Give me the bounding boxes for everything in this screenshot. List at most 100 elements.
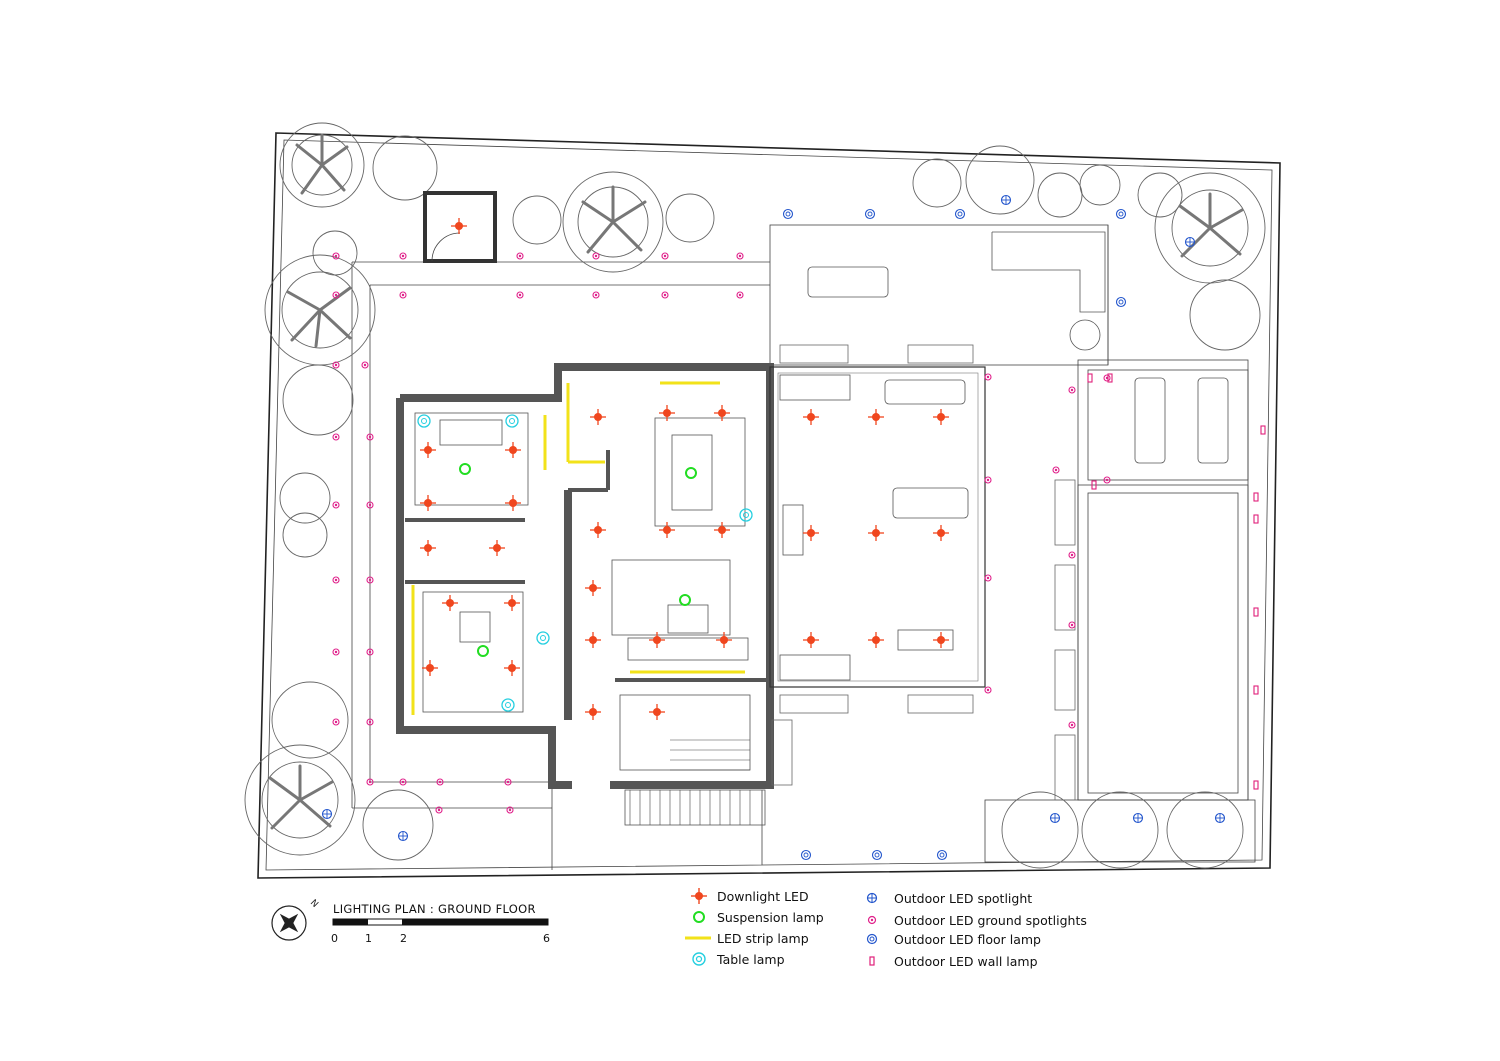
downlight-led-icon xyxy=(868,409,884,425)
outdoor-led-ground-spotlights-icon xyxy=(435,806,443,814)
furniture xyxy=(414,231,1229,826)
outdoor-led-wall-lamp-icon xyxy=(1253,780,1259,790)
outdoor-led-ground-spotlights-icon xyxy=(984,476,992,484)
downlight-led-icon xyxy=(420,442,436,458)
outdoor-led-ground-spotlights-icon xyxy=(661,252,669,260)
outdoor-led-spotlight-icon xyxy=(1214,812,1226,824)
planters xyxy=(771,344,1076,801)
downlight-layer xyxy=(420,218,949,720)
site-boundary xyxy=(257,132,1281,879)
legend-label: LED strip lamp xyxy=(717,930,809,946)
outdoor-led-wall-lamp-icon xyxy=(1253,514,1259,524)
downlight-led-icon xyxy=(590,409,606,425)
downlight-led-icon xyxy=(868,632,884,648)
outdoor-led-spotlight-icon xyxy=(1184,236,1196,248)
outdoor-led-spotlight-icon xyxy=(397,830,409,842)
downlight-led-icon xyxy=(504,660,520,676)
outdoor-led-ground-spotlights-icon xyxy=(399,778,407,786)
outdoor-led-ground-spotlights-icon xyxy=(592,252,600,260)
tree-branches xyxy=(268,133,1244,830)
outdoor-led-ground-spotlights-icon xyxy=(332,361,340,369)
downlight-led-icon xyxy=(649,704,665,720)
scale-bar xyxy=(332,918,549,926)
outdoor-led-ground-spotlights-icon xyxy=(361,361,369,369)
outdoor-led-ground-spotlights-icon xyxy=(332,648,340,656)
outdoor-led-wall-lamp-icon xyxy=(1260,425,1266,435)
scale-label-6: 6 xyxy=(543,932,550,945)
legend-label: Outdoor LED floor lamp xyxy=(894,931,1041,947)
outdoor-led-ground-spotlights-icon xyxy=(332,252,340,260)
downlight-led-icon xyxy=(585,632,601,648)
outdoor-led-spotlight-icon xyxy=(1049,812,1061,824)
drawing-title: LIGHTING PLAN : GROUND FLOOR xyxy=(333,902,536,916)
outdoor-led-spotlight-icon xyxy=(1000,194,1012,206)
outdoor-led-ground-spotlights-icon xyxy=(332,718,340,726)
legend-label: Outdoor LED spotlight xyxy=(894,890,1033,906)
garden-paths xyxy=(351,224,1256,870)
downlight-led-icon xyxy=(714,405,730,421)
stairs xyxy=(629,739,751,825)
outdoor-led-ground-spotlights-icon xyxy=(736,291,744,299)
outdoor-led-ground-spotlights-icon xyxy=(366,718,374,726)
legend-label: Outdoor LED wall lamp xyxy=(894,953,1038,969)
outdoor-led-floor-lamp-icon xyxy=(864,208,876,220)
downlight-led-icon xyxy=(803,632,819,648)
floor-lamp-layer xyxy=(782,208,1127,861)
led-strip-lamp-icon xyxy=(683,928,717,948)
legend-wall: Outdoor LED wall lamp xyxy=(860,951,1038,971)
scale-label-2: 2 xyxy=(400,932,407,945)
downlight-led-icon xyxy=(504,595,520,611)
pavilion xyxy=(769,366,986,688)
table-lamp-icon xyxy=(683,949,717,969)
ground-spotlight-layer xyxy=(332,252,1111,814)
scale-label-0: 0 xyxy=(331,932,338,945)
outdoor-led-ground-spotlights-icon xyxy=(1068,551,1076,559)
outdoor-led-ground-spotlights-icon xyxy=(516,252,524,260)
downlight-led-icon xyxy=(649,632,665,648)
outdoor-led-ground-spotlights-icon xyxy=(736,252,744,260)
downlight-led-icon xyxy=(422,660,438,676)
outdoor-led-floor-lamp-icon xyxy=(1115,296,1127,308)
outdoor-led-ground-spotlights-icon xyxy=(399,291,407,299)
interior-walls xyxy=(405,450,770,682)
downlight-led-icon xyxy=(803,409,819,425)
legend-floor: Outdoor LED floor lamp xyxy=(860,929,1041,949)
downlight-led-icon xyxy=(933,632,949,648)
outdoor-led-wall-lamp-icon xyxy=(1091,480,1097,490)
downlight-led-icon xyxy=(659,405,675,421)
outdoor-led-wall-lamp-icon xyxy=(1087,373,1093,383)
suspension-lamp-icon xyxy=(679,594,691,606)
outdoor-led-floor-lamp-icon xyxy=(936,849,948,861)
title-block: LIGHTING PLAN : GROUND FLOOR 0 1 2 6 xyxy=(331,902,573,947)
legend-table: Table lamp xyxy=(683,949,785,969)
outdoor-led-ground-spotlights-icon xyxy=(1068,621,1076,629)
outdoor-led-wall-lamp-icon xyxy=(860,951,894,971)
downlight-led-icon xyxy=(803,525,819,541)
trees xyxy=(244,122,1266,869)
downlight-led-icon xyxy=(714,522,730,538)
outdoor-led-wall-lamp-icon xyxy=(1253,607,1259,617)
outdoor-led-floor-lamp-icon xyxy=(871,849,883,861)
legend-suspension: Suspension lamp xyxy=(683,907,824,927)
suspension-lamp-icon xyxy=(683,907,717,927)
shed xyxy=(423,191,497,263)
outdoor-led-ground-spotlights-icon xyxy=(1103,374,1111,382)
outdoor-led-wall-lamp-icon xyxy=(1253,685,1259,695)
downlight-led-icon xyxy=(420,495,436,511)
outdoor-led-ground-spotlights-icon xyxy=(661,291,669,299)
downlight-led-icon xyxy=(933,409,949,425)
outdoor-led-ground-spotlights-icon xyxy=(506,806,514,814)
outdoor-led-ground-spotlights-icon xyxy=(366,648,374,656)
outdoor-led-ground-spotlights-icon xyxy=(984,686,992,694)
outdoor-led-ground-spotlights-icon xyxy=(399,252,407,260)
outdoor-led-spotlight-icon xyxy=(860,888,894,908)
downlight-led-icon xyxy=(505,495,521,511)
outdoor-led-wall-lamp-icon xyxy=(1107,373,1113,383)
downlight-led-icon xyxy=(659,522,675,538)
spotlight-layer xyxy=(321,194,1226,842)
north-arrow-label: N xyxy=(308,898,320,910)
outdoor-led-ground-spotlights-icon xyxy=(436,778,444,786)
suspension-lamp-icon xyxy=(459,463,471,475)
suspension-lamp-icon xyxy=(685,467,697,479)
downlight-led-icon xyxy=(505,442,521,458)
